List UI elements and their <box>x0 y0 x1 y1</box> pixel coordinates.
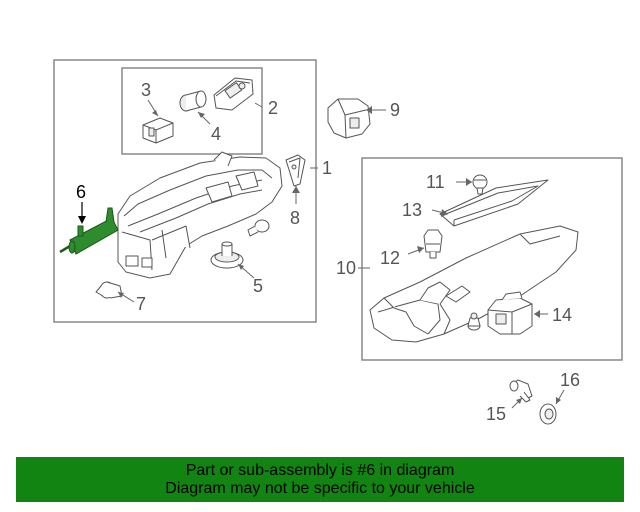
callout-10: 10 <box>336 258 356 278</box>
part-1-glove-box-housing[interactable] <box>117 151 283 279</box>
part-7-clip[interactable] <box>95 281 123 299</box>
part-11-clip[interactable] <box>472 174 488 195</box>
callout-1: 1 <box>322 158 332 178</box>
door-assembly-frame <box>361 157 623 361</box>
callout-15: 15 <box>486 404 506 424</box>
callout-labels: 3 2 4 9 1 8 6 5 7 11 13 12 10 14 16 15 <box>76 80 580 424</box>
callout-9: 9 <box>390 100 400 120</box>
callout-13: 13 <box>402 200 422 220</box>
part-14-switch[interactable] <box>487 291 533 335</box>
part-16-grommet[interactable] <box>539 403 557 425</box>
part-6-damper[interactable] <box>59 207 119 255</box>
part-4-knob[interactable] <box>179 90 207 112</box>
callout-8: 8 <box>290 208 300 228</box>
lock-subassembly-frame <box>121 67 263 155</box>
callout-12: 12 <box>380 248 400 268</box>
callout-16: 16 <box>560 370 580 390</box>
door-screw[interactable] <box>467 312 481 331</box>
part-13-trim-strip[interactable] <box>439 179 549 227</box>
callout-11: 11 <box>426 172 445 192</box>
callout-5: 5 <box>253 276 263 296</box>
part-10-glove-box-door[interactable] <box>369 225 579 343</box>
callout-14: 14 <box>552 305 572 325</box>
glove-box-assembly-frame <box>53 59 317 323</box>
callout-4: 4 <box>211 124 221 144</box>
footer-line-1: Part or sub-assembly is #6 in diagram <box>185 461 455 479</box>
leader-lines <box>78 99 565 409</box>
part-9-bracket[interactable] <box>327 98 371 139</box>
part-5-pin[interactable] <box>210 241 244 269</box>
part-12-clip[interactable] <box>423 229 443 259</box>
housing-bumper[interactable] <box>247 219 270 237</box>
callout-7: 7 <box>136 294 146 314</box>
part-3-lock-cylinder[interactable] <box>142 117 174 144</box>
callout-3: 3 <box>141 80 151 100</box>
callout-6: 6 <box>76 182 86 202</box>
callout-2: 2 <box>268 98 278 118</box>
footer-banner: Part or sub-assembly is #6 in diagram Di… <box>16 457 624 502</box>
part-15-screw[interactable] <box>509 379 533 403</box>
part-2-latch-housing[interactable] <box>213 77 254 111</box>
part-8-bumper[interactable] <box>285 154 306 187</box>
footer-line-2: Diagram may not be specific to your vehi… <box>165 479 475 497</box>
